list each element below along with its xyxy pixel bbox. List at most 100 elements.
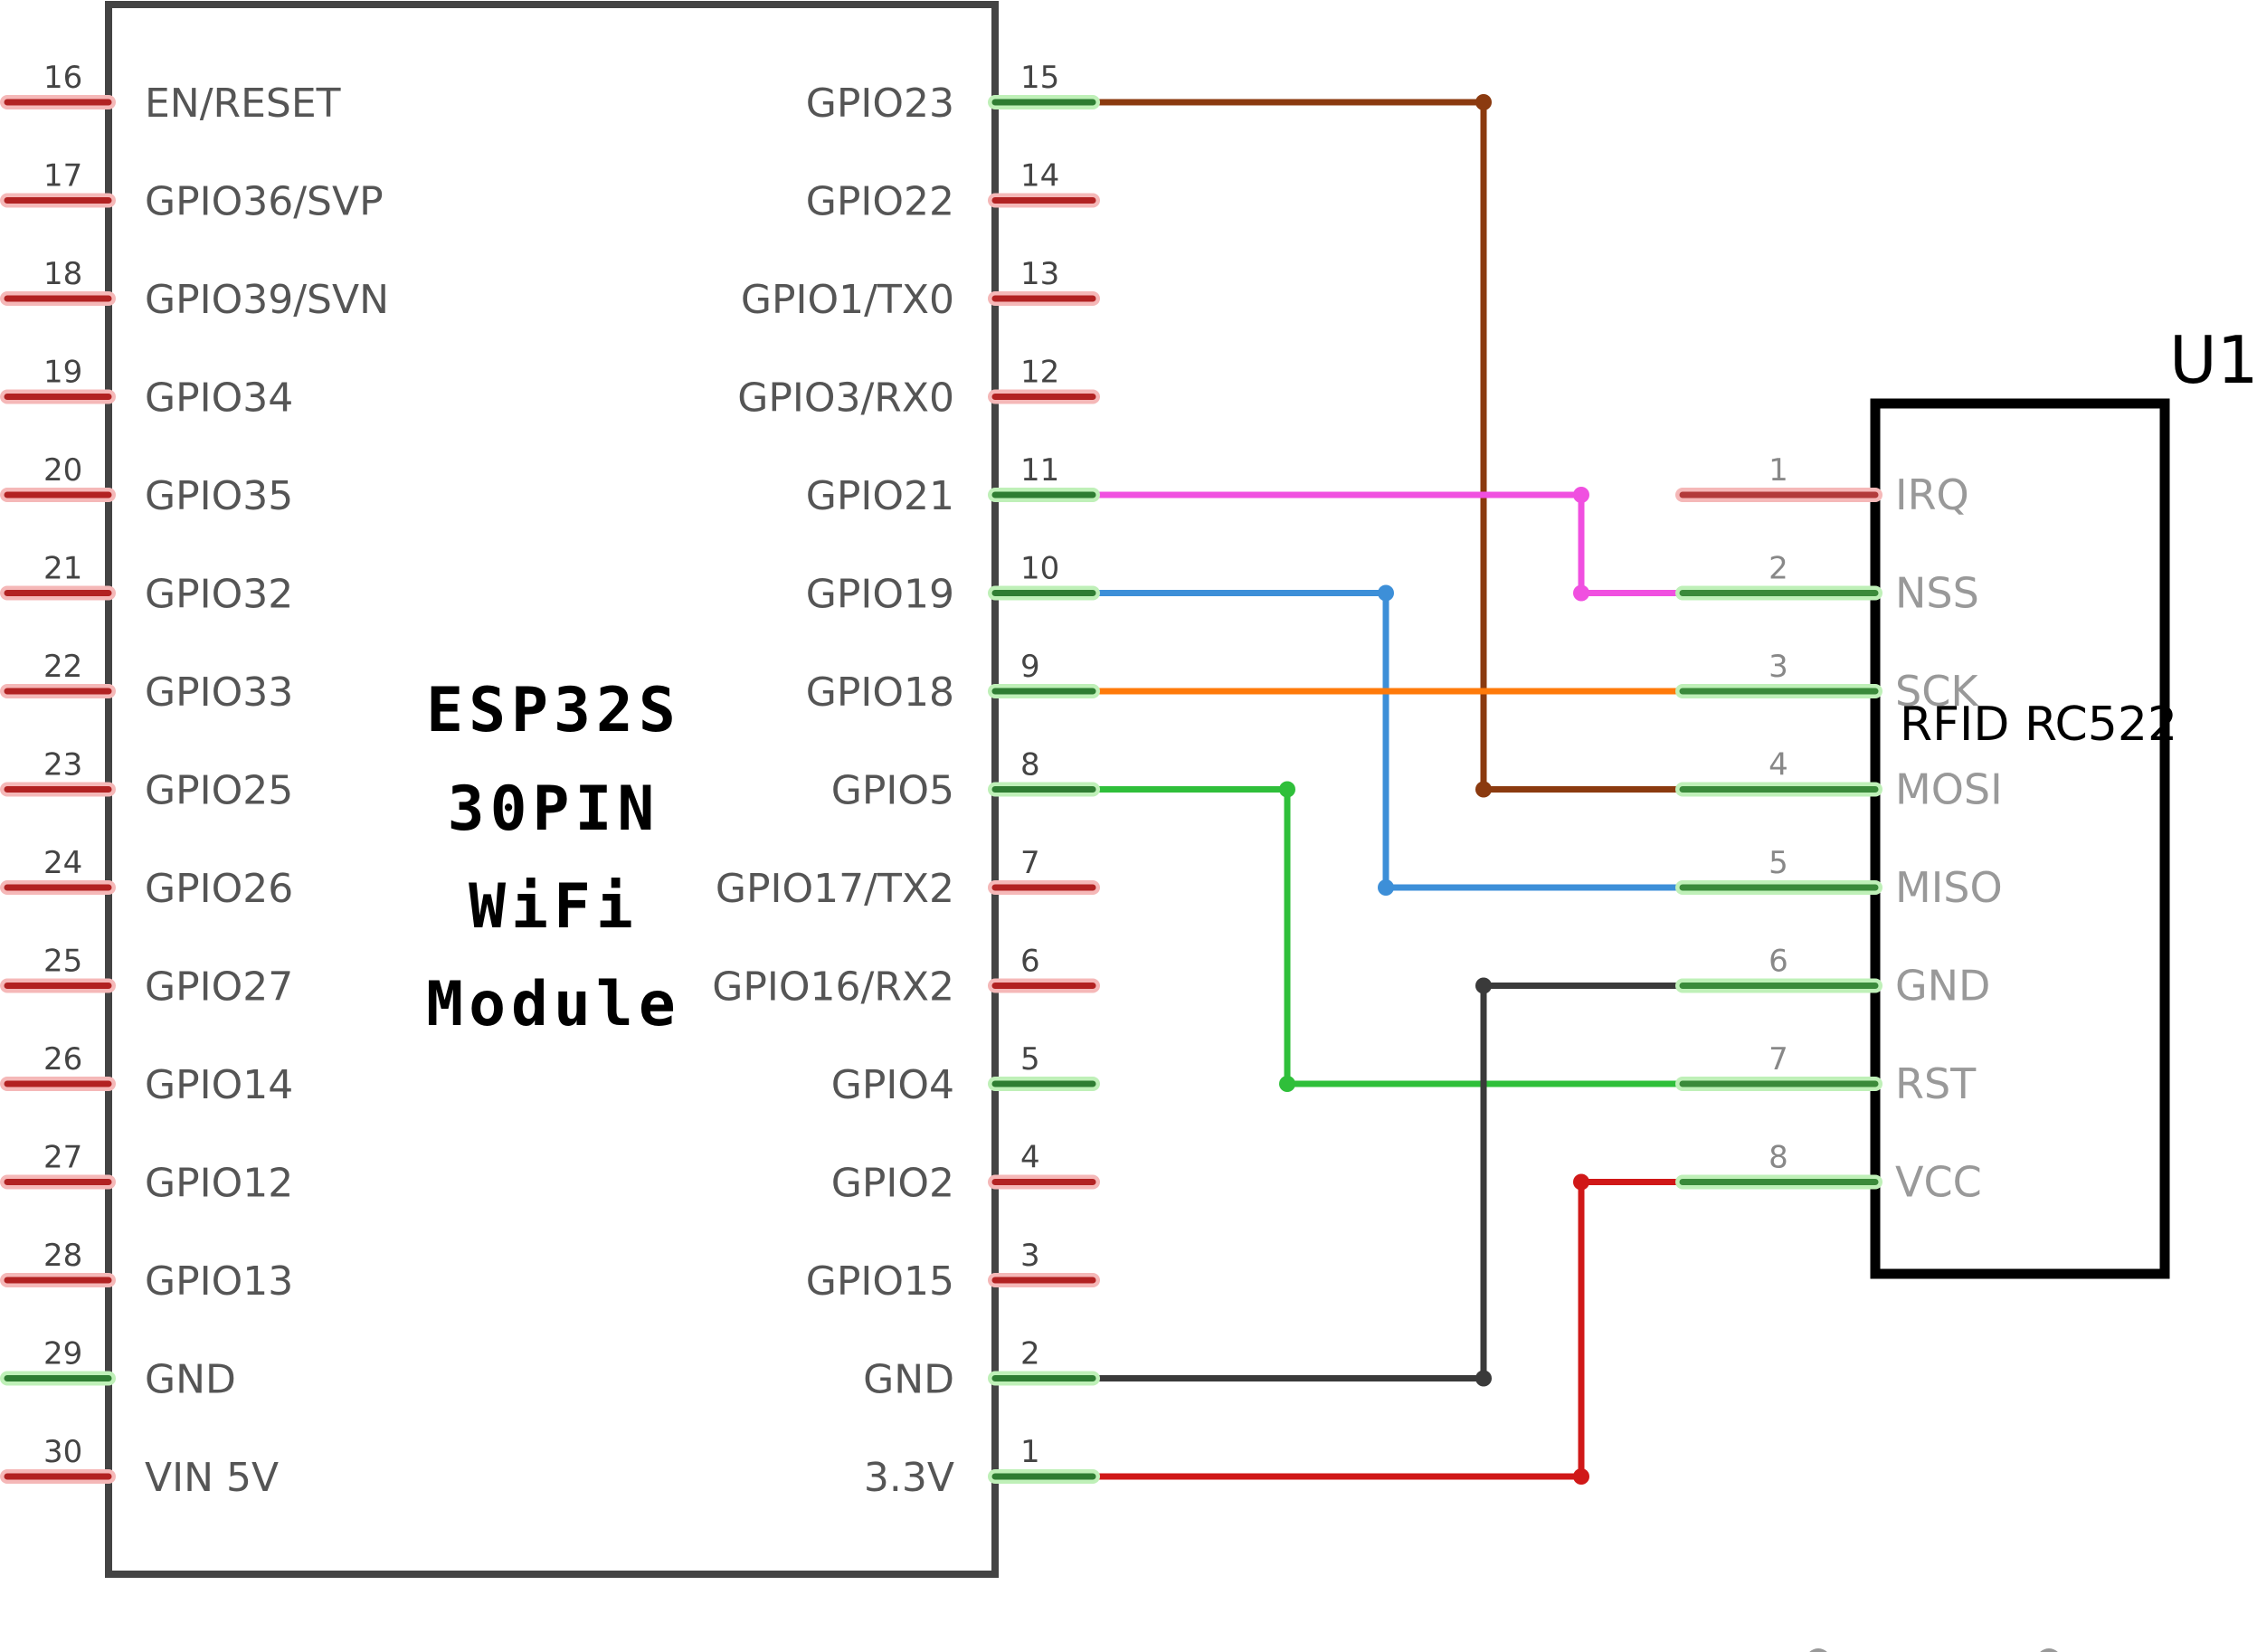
wire-gpio5-to-rst: [1089, 786, 1782, 1087]
wire-3-3v-to-vcc: [1089, 1179, 1782, 1480]
esp32-pin-label-gnd: GND: [863, 1357, 954, 1403]
wire-gnd-to-gnd-junction: [1475, 1370, 1492, 1387]
esp32-pin-number: 27: [43, 1140, 82, 1176]
esp32-pin-number: 22: [43, 649, 82, 685]
rfid-designator: U1: [2169, 322, 2257, 398]
wire-gpio23-to-mosi-junction: [1475, 781, 1492, 798]
esp32-pin-label-en-reset: EN/RESET: [145, 81, 341, 127]
esp32-pin-label-gpio23: GPIO23: [806, 81, 954, 127]
esp32-pin-label-gpio33: GPIO33: [145, 669, 293, 716]
esp32-pin-label-gpio34: GPIO34: [145, 375, 293, 422]
esp32-pin-label-vin-5v: VIN 5V: [145, 1455, 279, 1501]
esp32-pin-label-gpio35: GPIO35: [145, 473, 293, 519]
esp32-pin-label-gpio5: GPIO5: [831, 768, 954, 814]
esp32-pin-number: 11: [1020, 452, 1059, 489]
rfid-pin-label-miso: MISO: [1895, 863, 2003, 912]
esp32-pin-label-3-3v: 3.3V: [864, 1455, 954, 1501]
wire-gnd-to-gnd-junction: [1475, 977, 1492, 994]
esp32-pin-label-gnd: GND: [145, 1357, 236, 1403]
wire-gpio21-to-nss-junction: [1573, 584, 1589, 602]
esp32-pin-label-gpio39-svn: GPIO39/SVN: [145, 277, 389, 323]
esp32-title-line-3: WiFi: [469, 871, 639, 943]
wire-3-3v-to-vcc-junction: [1573, 1468, 1589, 1485]
esp32-pin-number: 16: [43, 60, 82, 96]
esp32-module: 16EN/RESET17GPIO36/SVP18GPIO39/SVN19GPIO…: [0, 1, 1100, 1578]
wire-gpio21-to-nss: [1089, 491, 1782, 596]
esp32-pin-number: 26: [43, 1041, 82, 1078]
rfid-pin-number: 6: [1769, 944, 1788, 980]
esp32-pin-number: 13: [1020, 256, 1059, 292]
rfid-pin-number: 1: [1769, 452, 1788, 489]
wire-gpio23-to-mosi-junction: [1475, 94, 1492, 110]
esp32-pin-number: 18: [43, 256, 82, 292]
esp32-pin-number: 21: [43, 551, 82, 587]
esp32-pin-number: 17: [43, 158, 82, 195]
esp32-pin-number: 25: [43, 944, 82, 980]
esp32-pin-label-gpio19: GPIO19: [806, 572, 954, 618]
scroll-marker-left: [1809, 1648, 1827, 1652]
rfid-pin-number: 7: [1769, 1041, 1788, 1078]
wire-gpio19-to-miso: [1089, 590, 1782, 891]
esp32-pin-number: 15: [1020, 60, 1059, 96]
esp32-pin-number: 23: [43, 747, 82, 783]
esp32-pin-label-gpio1-tx0: GPIO1/TX0: [741, 277, 954, 323]
esp32-pin-number: 4: [1020, 1140, 1040, 1176]
esp32-pin-label-gpio3-rx0: GPIO3/RX0: [737, 375, 954, 422]
esp32-pin-label-gpio25: GPIO25: [145, 768, 293, 814]
wire-gnd-to-gnd: [1089, 983, 1782, 1381]
esp32-pin-number: 5: [1020, 1041, 1040, 1078]
rfid-pin-number: 8: [1769, 1140, 1788, 1176]
esp32-pin-number: 19: [43, 355, 82, 391]
wires-layer: [1089, 99, 1782, 1480]
esp32-pin-number: 7: [1020, 845, 1040, 881]
esp32-pin-number: 8: [1020, 747, 1040, 783]
esp32-pins: 16EN/RESET17GPIO36/SVP18GPIO39/SVN19GPIO…: [0, 60, 1100, 1501]
esp32-pin-number: 14: [1020, 158, 1059, 195]
wire-gpio5-to-rst-junction: [1279, 1076, 1295, 1092]
rfid-pin-number: 4: [1769, 747, 1788, 783]
esp32-pin-label-gpio4: GPIO4: [831, 1062, 954, 1108]
esp32-pin-number: 12: [1020, 355, 1059, 391]
wire-gpio23-to-mosi: [1089, 99, 1782, 793]
esp32-pin-number: 28: [43, 1238, 82, 1274]
wire-3-3v-to-vcc-junction: [1573, 1173, 1589, 1191]
esp32-pin-label-gpio21: GPIO21: [806, 473, 954, 519]
esp32-pin-label-gpio32: GPIO32: [145, 572, 293, 618]
esp32-pin-label-gpio27: GPIO27: [145, 964, 293, 1011]
esp32-title-line-2: 30PIN: [448, 774, 660, 845]
wire-gpio21-to-nss-junction: [1573, 487, 1589, 503]
esp32-body: [105, 1, 999, 1578]
rfid-pin-number: 2: [1769, 551, 1788, 587]
rfid-pin-label-mosi: MOSI: [1895, 765, 2003, 814]
esp32-pin-number: 3: [1020, 1238, 1040, 1274]
rfid-body: [1870, 398, 2170, 1279]
esp32-pin-label-gpio18: GPIO18: [806, 669, 954, 716]
esp32-title-line-4: Module: [426, 969, 681, 1040]
esp32-pin-number: 2: [1020, 1336, 1040, 1372]
esp32-pin-number: 10: [1020, 551, 1059, 587]
rfid-pin-label-gnd: GND: [1895, 962, 1990, 1011]
scroll-marker-right: [2040, 1648, 2058, 1652]
esp32-pin-label-gpio14: GPIO14: [145, 1062, 293, 1108]
rfid-pin-label-irq: IRQ: [1895, 470, 1969, 519]
esp32-pin-number: 29: [43, 1336, 82, 1372]
esp32-pin-label-gpio26: GPIO26: [145, 866, 293, 912]
rfid-pin-label-sck: SCK: [1895, 667, 1979, 716]
esp32-pin-number: 20: [43, 452, 82, 489]
esp32-pin-label-gpio13: GPIO13: [145, 1258, 293, 1305]
wire-gpio5-to-rst-junction: [1279, 781, 1295, 798]
junctions-layer: [1279, 94, 1589, 1485]
esp32-pin-label-gpio17-tx2: GPIO17/TX2: [716, 866, 954, 912]
esp32-pin-number: 9: [1020, 649, 1040, 685]
rfid-pin-number: 3: [1769, 649, 1788, 685]
esp32-pin-number: 6: [1020, 944, 1040, 980]
esp32-pin-number: 24: [43, 845, 82, 881]
rfid-part-name: RFID RC522: [1900, 698, 2177, 752]
wire-gpio19-to-miso-junction: [1378, 879, 1394, 896]
rfid-pin-label-rst: RST: [1895, 1059, 1977, 1108]
rfid-pin-label-nss: NSS: [1895, 569, 1979, 618]
esp32-pin-label-gpio16-rx2: GPIO16/RX2: [712, 964, 954, 1011]
